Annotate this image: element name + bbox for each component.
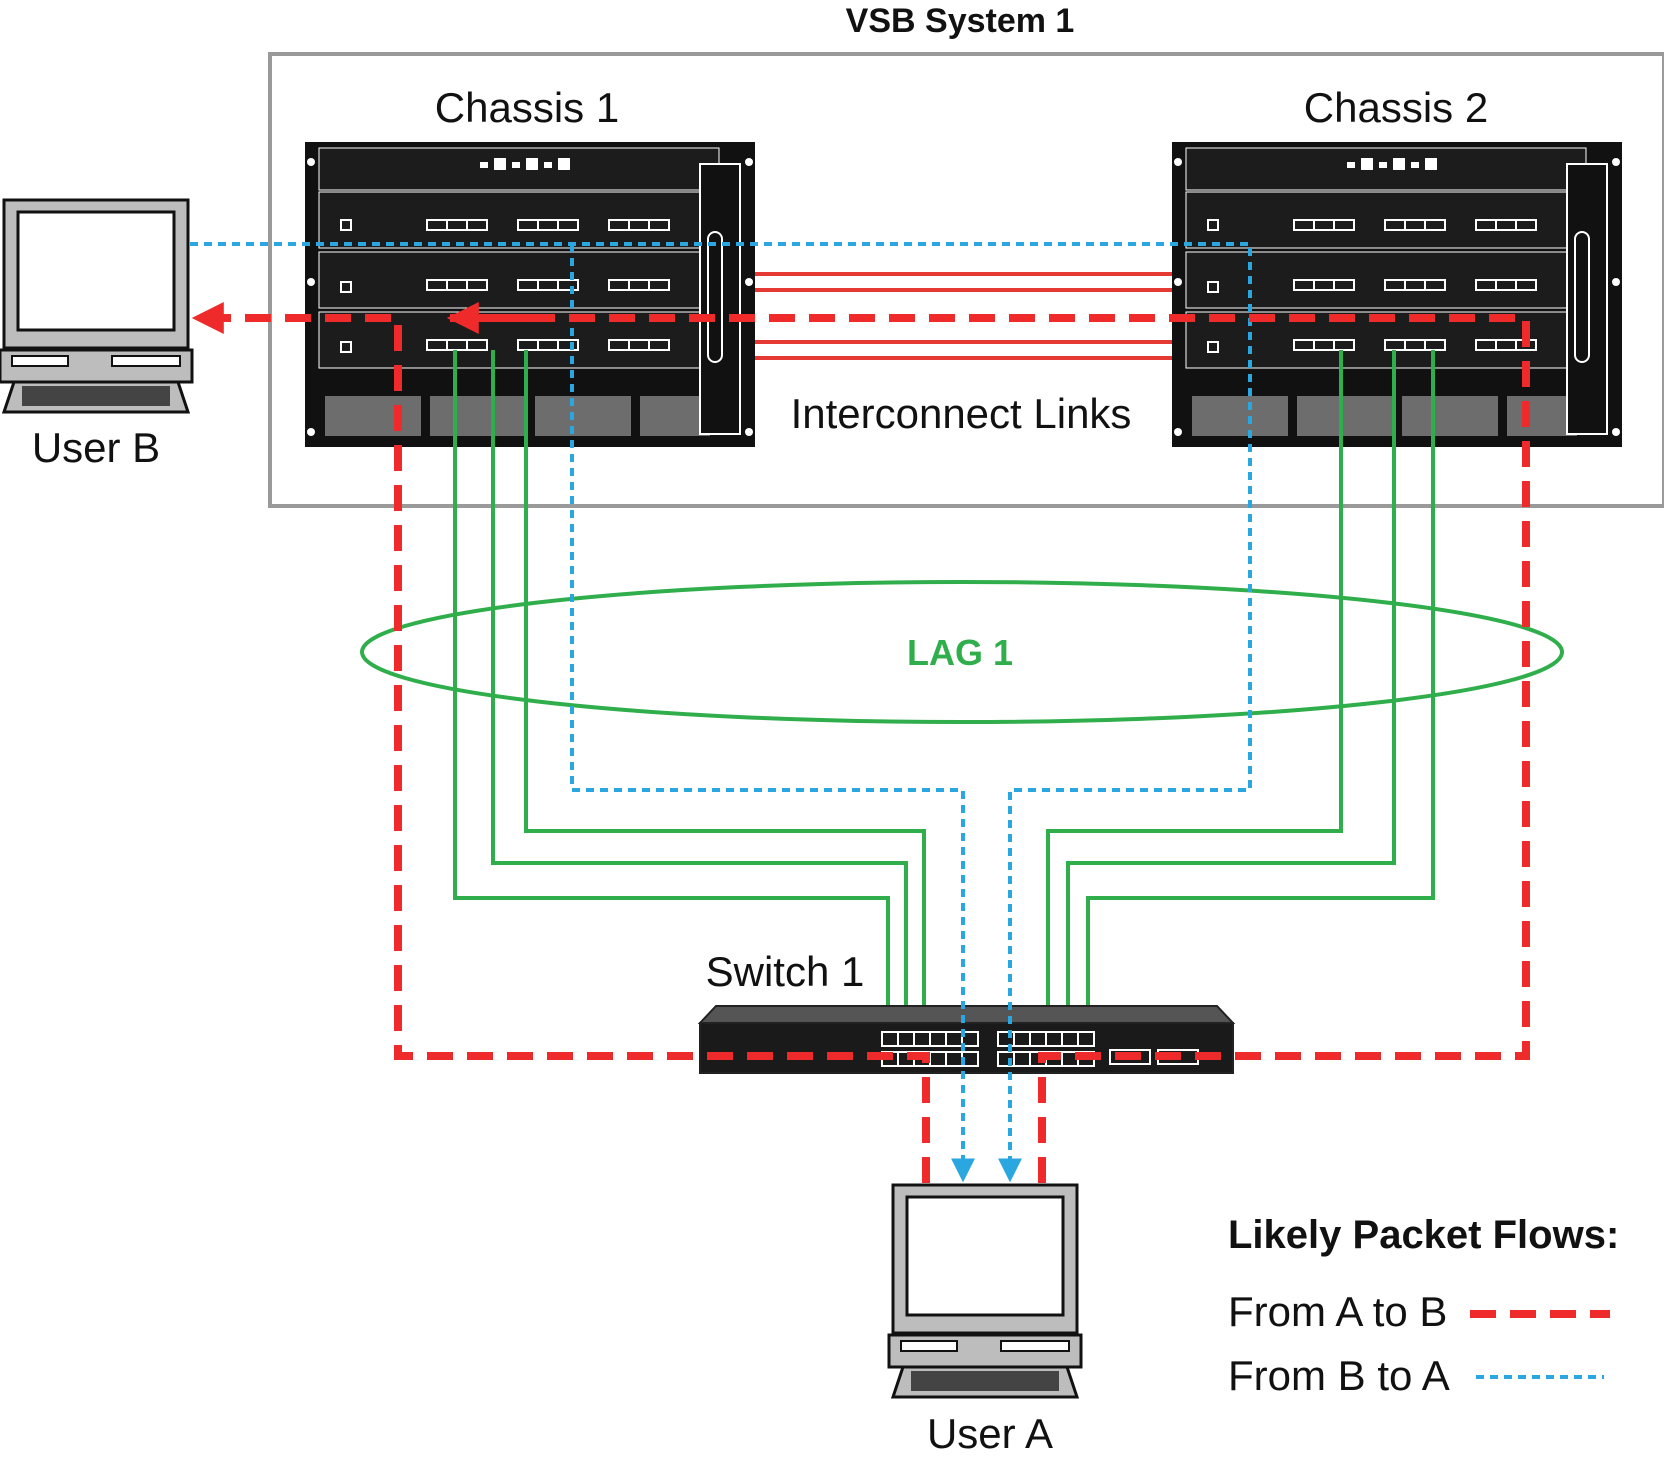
legend-item-a-to-b: From A to B (1228, 1288, 1447, 1335)
switch-1 (697, 1005, 1236, 1074)
interconnect-links (755, 272, 1172, 360)
user-b-label: User B (32, 424, 160, 471)
lag-1-label: LAG 1 (907, 632, 1013, 673)
legend-item-b-to-a: From B to A (1228, 1352, 1450, 1399)
user-b-computer (0, 198, 194, 414)
chassis-1 (305, 142, 755, 447)
user-a-computer (887, 1183, 1083, 1399)
chassis-1-label: Chassis 1 (435, 84, 619, 131)
legend: Likely Packet Flows: From A to B From B … (1228, 1213, 1619, 1399)
flow-a-to-b (191, 302, 1530, 1183)
user-a-label: User A (927, 1410, 1053, 1457)
lag-1-ellipse (360, 580, 1564, 724)
legend-title: Likely Packet Flows: (1228, 1213, 1619, 1257)
chassis-2 (1172, 142, 1622, 447)
vsb-system-boundary (268, 52, 1664, 508)
switch-1-label: Switch 1 (706, 948, 865, 995)
lag-links (453, 350, 1435, 1038)
system-title: VSB System 1 (846, 2, 1075, 40)
flow-b-to-a (190, 242, 1252, 1183)
interconnect-label: Interconnect Links (791, 390, 1132, 437)
chassis-2-label: Chassis 2 (1304, 84, 1488, 131)
